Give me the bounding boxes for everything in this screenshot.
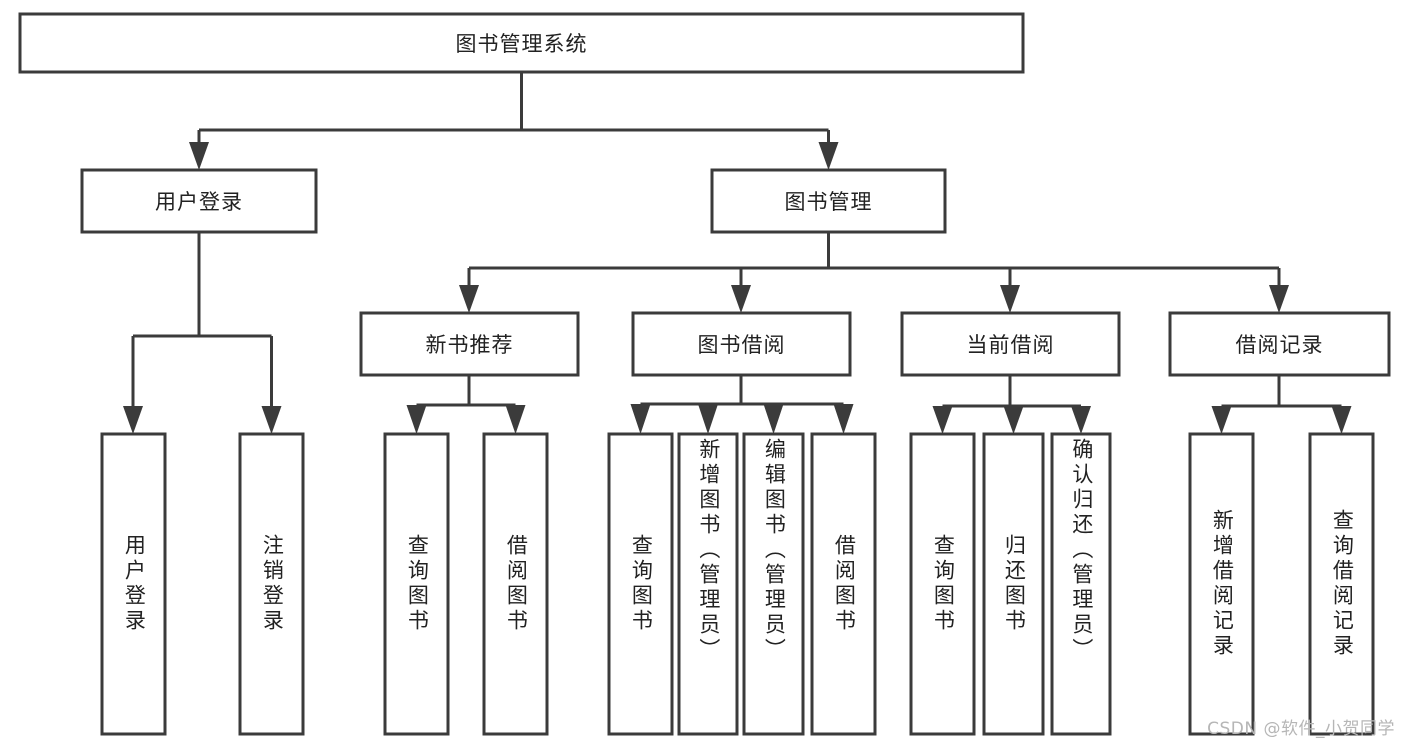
arrow-head-current-borrow <box>1000 285 1020 313</box>
connector-group-current-borrow-to-leaves <box>932 375 1091 434</box>
node-box-new-book-recommend[interactable] <box>359 311 580 377</box>
node-box-book-manage[interactable] <box>710 168 947 234</box>
node-box-leaf-user-logout[interactable] <box>238 432 305 736</box>
arrow-head-leaf-query-borrow-record <box>1331 406 1352 434</box>
arrow-head-leaf-borrow-book-recommend <box>505 405 526 434</box>
arrow-head-leaf-confirm-return-admin <box>1071 406 1091 434</box>
arrow-head-leaf-user-logout <box>261 406 282 434</box>
arrow-head-user-login <box>189 142 209 170</box>
node-box-leaf-query-book-borrow[interactable] <box>607 432 674 736</box>
arrow-head-leaf-query-book-recommend <box>406 405 427 434</box>
arrow-head-book-borrow <box>731 285 751 313</box>
connector-group-new-book-recommend-to-leaves <box>406 375 526 434</box>
connector-group-book-manage-to-level3 <box>459 232 1289 313</box>
node-box-leaf-query-book-current[interactable] <box>909 432 976 736</box>
connector-group-book-borrow-to-leaves <box>630 375 854 434</box>
watermark-text: CSDN @软件_小贺同学 <box>1207 719 1395 739</box>
node-box-current-borrow[interactable] <box>900 311 1121 377</box>
node-box-leaf-query-borrow-record[interactable] <box>1308 432 1375 736</box>
node-box-leaf-query-book-recommend[interactable] <box>383 432 450 736</box>
arrow-head-leaf-return-book <box>1003 406 1024 434</box>
node-box-borrow-record[interactable] <box>1168 311 1391 377</box>
node-box-book-borrow[interactable] <box>631 311 852 377</box>
node-box-leaf-edit-book-admin[interactable] <box>742 432 805 736</box>
arrow-head-leaf-borrow-book <box>833 404 854 434</box>
arrow-head-leaf-query-book-borrow <box>630 404 651 434</box>
arrow-head-borrow-record <box>1269 285 1289 313</box>
node-box-root[interactable] <box>18 12 1025 74</box>
arrow-head-leaf-add-book-admin <box>698 404 718 434</box>
arrow-head-leaf-edit-book-admin <box>763 404 784 434</box>
node-box-leaf-confirm-return-admin[interactable] <box>1050 432 1112 736</box>
arrow-head-book-manage <box>818 142 839 170</box>
arrow-head-new-book-recommend <box>459 285 479 313</box>
arrow-head-leaf-query-book-current <box>932 406 953 434</box>
connector-group-root-to-level2 <box>189 72 839 170</box>
arrow-head-leaf-user-login <box>123 406 143 434</box>
connector-group-user-login-to-leaves <box>123 232 282 434</box>
node-box-leaf-user-login[interactable] <box>100 432 167 736</box>
connector-group-borrow-record-to-leaves <box>1211 375 1352 434</box>
node-box-leaf-borrow-book-recommend[interactable] <box>482 432 549 736</box>
node-box-leaf-borrow-book[interactable] <box>810 432 877 736</box>
node-box-leaf-return-book[interactable] <box>982 432 1045 736</box>
arrow-head-leaf-add-borrow-record <box>1211 406 1232 434</box>
node-box-leaf-add-borrow-record[interactable] <box>1188 432 1255 736</box>
node-box-user-login[interactable] <box>80 168 318 234</box>
node-box-leaf-add-book-admin[interactable] <box>677 432 739 736</box>
